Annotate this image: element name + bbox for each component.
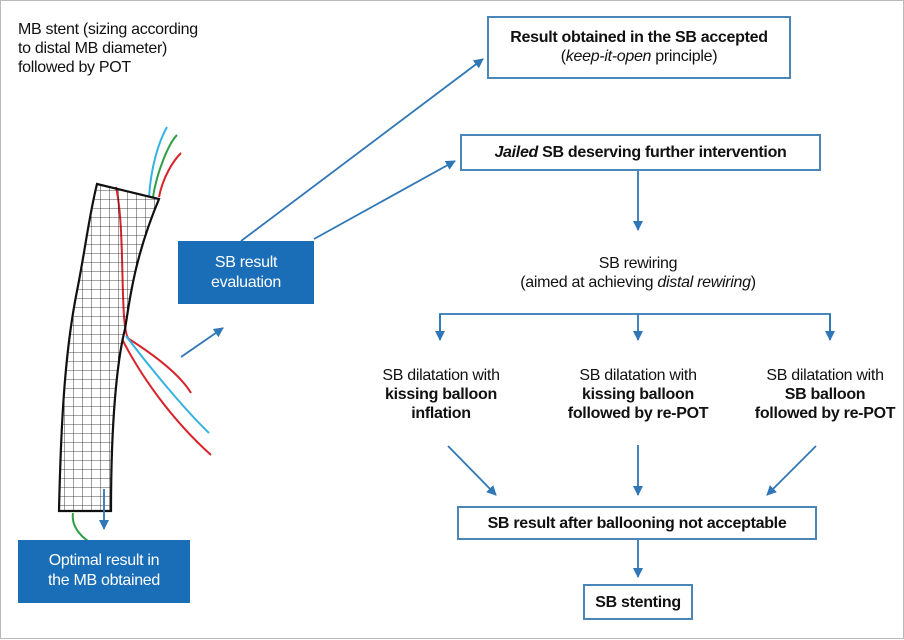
not-acceptable-box: SB result after ballooning not acceptabl… <box>457 506 817 540</box>
stent-mesh <box>57 182 161 513</box>
optimal-result-box: Optimal result in the MB obtained <box>18 540 190 603</box>
sb-eval-line-1: SB result <box>214 254 278 271</box>
principle-rest: principle) <box>651 48 718 65</box>
sb-stenting-box: SB stenting <box>583 584 693 620</box>
option-kissing-repot: SB dilatation with kissing balloon follo… <box>557 366 719 423</box>
jailed-sb-box: Jailed SB deserving further intervention <box>460 134 821 171</box>
rewiring-line-2: (aimed at achieving distal rewiring) <box>455 273 821 292</box>
arrow-stent-to-eval <box>180 327 224 358</box>
intro-line-1: MB stent (sizing according <box>18 21 198 38</box>
optimal-line-2: the MB obtained <box>47 572 161 589</box>
jailed-rest: SB deserving further intervention <box>538 144 787 161</box>
option-sb-balloon-repot: SB dilatation with SB balloon followed b… <box>746 366 904 423</box>
arrow-eval-to-jailed <box>313 160 456 240</box>
result-accepted-box: Result obtained in the SB accepted (keep… <box>487 16 791 79</box>
sb-result-evaluation-box: SB result evaluation <box>178 241 314 304</box>
sb-eval-line-2: evaluation <box>211 274 281 291</box>
intro-text: MB stent (sizing according to distal MB … <box>18 20 198 77</box>
intro-line-3: followed by POT <box>18 59 131 76</box>
rewiring-prefix: (aimed at achieving <box>520 274 658 291</box>
arrow-left-to-notacceptable <box>447 445 497 496</box>
arrow-eval-to-accepted <box>240 58 484 242</box>
option-2-line-2: kissing balloon <box>582 386 694 403</box>
mb-wire-red <box>121 338 212 456</box>
rewiring-suffix: ) <box>750 274 756 291</box>
option-1-line-3: inflation <box>411 405 471 422</box>
option-2-line-1: SB dilatation with <box>579 367 697 384</box>
arrow-right-to-notacceptable <box>766 445 817 496</box>
option-3-line-1: SB dilatation with <box>766 367 884 384</box>
paren-open: ( <box>560 48 566 65</box>
optimal-line-1: Optimal result in <box>48 552 160 569</box>
rewiring-branch-line <box>439 313 831 339</box>
top-wire-blue <box>148 126 168 198</box>
rewiring-line-1: SB rewiring <box>598 255 678 272</box>
option-1-line-1: SB dilatation with <box>382 367 500 384</box>
option-1-line-2: kissing balloon <box>385 386 497 403</box>
option-kissing-inflation: SB dilatation with kissing balloon infla… <box>363 366 519 423</box>
top-wire-green <box>152 134 178 198</box>
rewiring-italic: distal rewiring <box>657 274 751 291</box>
jailed-italic: Jailed <box>494 144 539 161</box>
stent-illustration <box>57 126 212 547</box>
principle-italic: keep-it-open <box>565 48 652 65</box>
result-accepted-title: Result obtained in the SB accepted <box>510 29 768 46</box>
sb-wire-blue <box>125 335 210 434</box>
sb-rewiring-text: SB rewiring (aimed at achieving distal r… <box>455 254 821 292</box>
option-3-line-3: followed by re-POT <box>754 405 896 422</box>
option-2-line-3: followed by re-POT <box>567 405 709 422</box>
option-3-line-2: SB balloon <box>784 386 866 403</box>
result-accepted-principle: (keep-it-open principle) <box>489 47 789 66</box>
intro-line-2: to distal MB diameter) <box>18 40 168 57</box>
top-wire-red <box>158 152 182 198</box>
